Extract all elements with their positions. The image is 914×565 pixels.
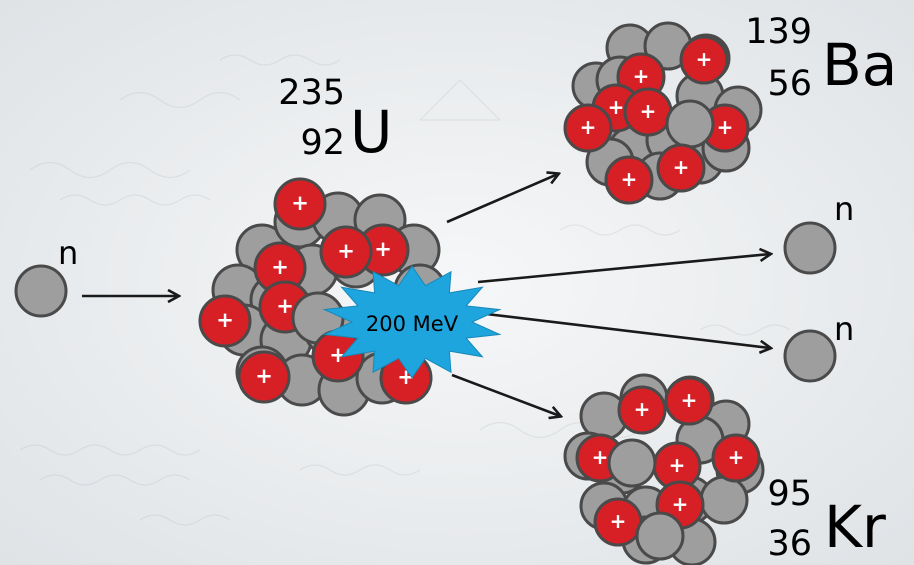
- proton-sign: +: [669, 453, 686, 477]
- proton: +: [198, 294, 252, 348]
- proton-sign: +: [681, 388, 698, 412]
- proton-sign: +: [634, 397, 651, 421]
- neutron: [665, 99, 715, 149]
- proton-sign: +: [728, 445, 745, 469]
- barium-atomic-number: 56: [767, 64, 812, 104]
- uranium-nucleus: +++++++++: [198, 177, 447, 417]
- proton-sign: +: [255, 364, 273, 388]
- proton-sign: +: [271, 255, 289, 279]
- proton-sign: +: [216, 308, 234, 332]
- proton: +: [617, 385, 667, 435]
- proton-sign: +: [291, 191, 309, 215]
- proton-sign: +: [592, 445, 609, 469]
- proton-sign: +: [640, 99, 657, 123]
- proton: +: [311, 329, 365, 383]
- neutron-2-arrow: [477, 311, 770, 348]
- proton-sign: +: [610, 509, 627, 533]
- neutron: [607, 438, 657, 488]
- incoming-neutron-label: n: [58, 234, 78, 272]
- emitted-neutron-1-label: n: [834, 190, 854, 228]
- proton-sign: +: [696, 47, 713, 71]
- proton-sign: +: [717, 115, 734, 139]
- arrows: [82, 174, 770, 416]
- uranium-symbol: U: [350, 98, 392, 166]
- energy-burst: 200 MeV: [322, 265, 502, 379]
- krypton-mass-number: 95: [767, 474, 812, 514]
- krypton-symbol: Kr: [824, 493, 886, 561]
- proton-sign: +: [374, 237, 392, 261]
- barium-arrow: [446, 174, 558, 224]
- proton: +: [711, 433, 761, 483]
- emitted-neutron-1: [783, 221, 837, 275]
- uranium-mass-number: 235: [278, 73, 345, 113]
- proton-sign: +: [673, 155, 690, 179]
- proton-sign: +: [633, 64, 650, 88]
- energy-burst-shape: [322, 265, 502, 379]
- proton-sign: +: [672, 492, 689, 516]
- neutron: [699, 475, 749, 525]
- emitted-neutron-2-label: n: [834, 310, 854, 348]
- energy-label: 200 MeV: [366, 312, 459, 336]
- krypton-arrow: [451, 373, 560, 416]
- incoming-neutron: [14, 264, 68, 318]
- proton: +: [273, 177, 327, 231]
- nuclei: ++++++++++++++++++++++++: [14, 21, 837, 565]
- krypton-nucleus: + + + + + + +: [563, 373, 765, 565]
- barium-symbol: Ba: [822, 31, 897, 99]
- proton-sign: +: [337, 239, 355, 263]
- proton: +: [237, 350, 291, 404]
- proton: +: [679, 35, 729, 85]
- proton: +: [593, 497, 643, 547]
- proton: +: [664, 376, 714, 426]
- proton-sign: +: [329, 343, 347, 367]
- barium-mass-number: 139: [745, 12, 812, 52]
- proton: +: [604, 155, 654, 205]
- background-texture: [19, 54, 791, 526]
- labels: 235 92 U 139 56 Ba 95 36 Kr n n n: [58, 12, 897, 564]
- emitted-neutron-2: [783, 329, 837, 383]
- uranium-atomic-number: 92: [300, 123, 345, 163]
- krypton-atomic-number: 36: [767, 524, 812, 564]
- proton: +: [623, 87, 673, 137]
- free-neutrons: [14, 221, 837, 383]
- neutron: [635, 511, 685, 561]
- barium-nucleus: + + + + + + + +: [563, 21, 763, 205]
- proton-sign: +: [608, 95, 625, 119]
- proton: +: [656, 143, 706, 193]
- neutron-1-arrow: [477, 254, 770, 284]
- proton: +: [319, 225, 373, 279]
- proton-sign: +: [276, 294, 294, 318]
- proton: +: [563, 103, 613, 153]
- proton-sign: +: [621, 167, 638, 191]
- proton-sign: +: [580, 115, 597, 139]
